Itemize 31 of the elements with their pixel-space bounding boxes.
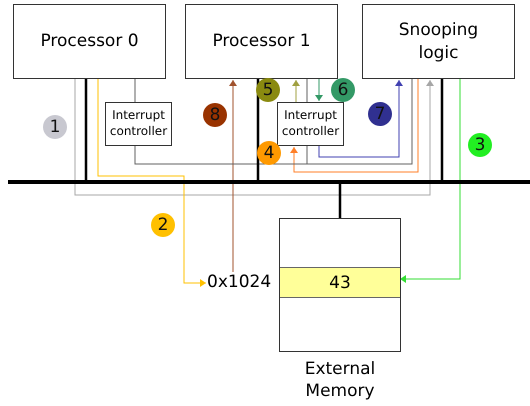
arrow [315,78,323,102]
arrow [98,78,206,287]
callout-number: 6 [331,78,355,102]
memory-title: External Memory [304,358,376,402]
address-label: 0x1024 [207,272,275,294]
bus-line [84,79,88,180]
arrow [318,80,403,158]
callout-number: 1 [43,115,67,139]
bus-line [338,184,342,218]
arrow [74,78,434,196]
arrow [290,78,418,172]
system-bus [8,180,530,184]
logic-box: Snooping logic [362,4,515,79]
callout-number: 3 [468,133,492,157]
bus-line [440,79,444,180]
processor-box: Processor 0 [13,4,166,79]
controller-box: Interrupt controller [105,102,172,146]
callout-number: 7 [368,102,392,126]
controller-box: Interrupt controller [277,102,344,146]
memory-cell: 43 [280,267,400,298]
arrow [229,80,237,272]
processor-box: Processor 1 [185,4,338,79]
signal-line [306,78,412,164]
callout-number: 8 [203,103,227,127]
callout-number: 2 [151,213,175,237]
signal-line [134,78,136,102]
arrow [292,80,300,102]
bus-line [256,79,260,180]
signal-line [306,78,308,102]
callout-number: 5 [256,78,280,102]
arrow [400,78,460,283]
